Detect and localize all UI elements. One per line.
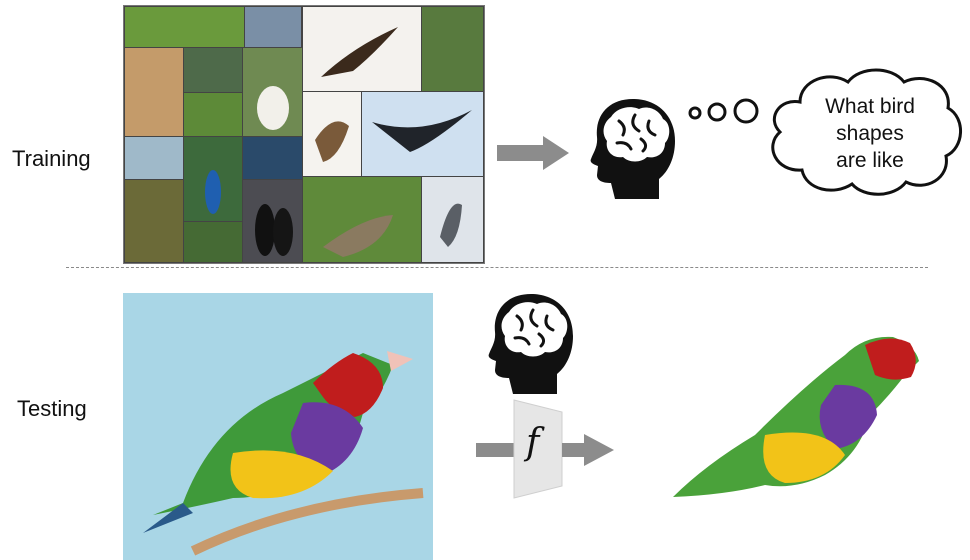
bird-image-tile <box>303 177 421 262</box>
testing-label: Testing <box>17 396 87 421</box>
function-label: f <box>526 422 540 463</box>
bird-image-tile <box>125 137 183 179</box>
input-arrow-shaft <box>476 443 516 457</box>
thought-line-2: shapes <box>836 122 904 145</box>
function-pipeline <box>476 399 614 499</box>
bird-image-tile <box>245 7 301 47</box>
bird-image-tile <box>184 137 242 221</box>
reconstructed-bird-shape <box>673 336 919 497</box>
bird-image-tile <box>243 48 302 136</box>
head-with-brain-icon <box>590 99 675 199</box>
bird-image-tile <box>125 48 183 136</box>
bird-image-tile <box>184 48 242 92</box>
thought-cloud <box>771 68 962 196</box>
bird-image-tile <box>125 7 244 47</box>
training-image-collage <box>123 5 485 264</box>
bird-image-tile <box>243 137 302 179</box>
section-divider <box>66 267 928 268</box>
right-arrow-icon <box>584 434 614 466</box>
thought-bubble-text: What bird shapes are like <box>800 93 940 174</box>
head-with-brain-icon <box>488 294 573 394</box>
bird-image-tile <box>184 93 242 136</box>
bird-image-tile <box>125 180 183 262</box>
bird-image-tile <box>362 92 483 176</box>
right-arrow-icon <box>497 136 569 170</box>
thought-line-1: What bird <box>825 95 915 118</box>
thought-line-3: are like <box>836 149 904 172</box>
bird-image-tile <box>243 180 302 262</box>
test-bird-photo <box>123 293 433 560</box>
bird-image-tile <box>184 222 242 262</box>
bird-image-tile <box>303 7 421 91</box>
function-box <box>513 399 563 499</box>
thought-dots-icon <box>688 98 759 124</box>
bird-image-tile <box>303 92 361 176</box>
bird-image-tile <box>422 177 483 262</box>
training-label: Training <box>12 146 91 171</box>
bird-image-tile <box>422 7 483 91</box>
